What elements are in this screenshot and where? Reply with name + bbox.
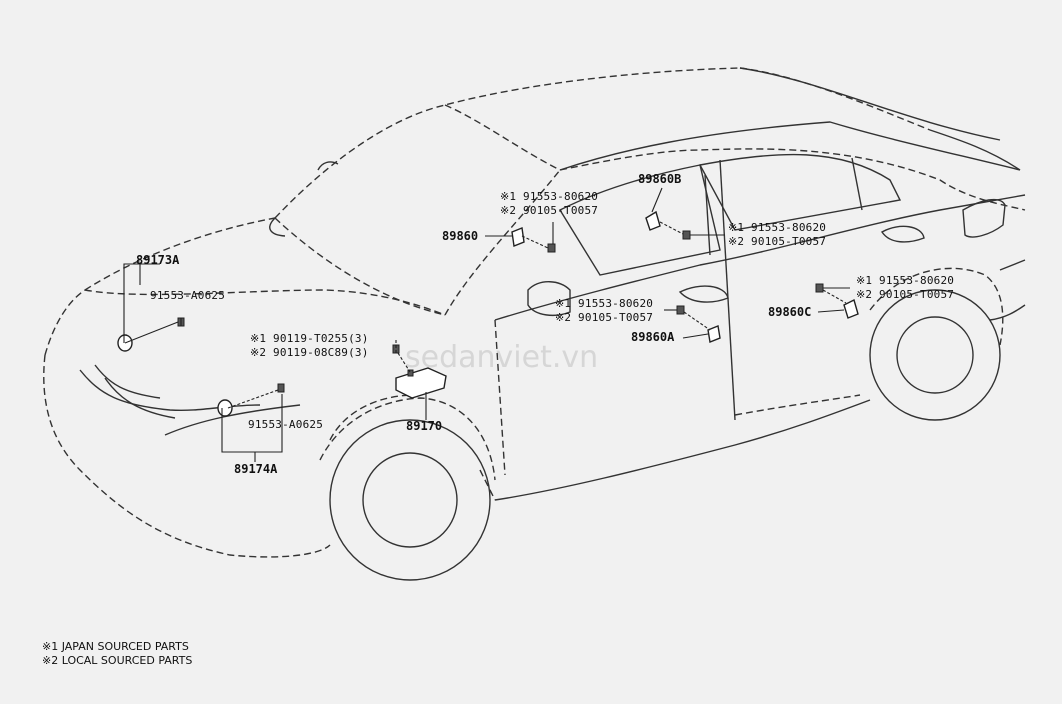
car-outline <box>43 67 1026 581</box>
label-91553-80620-a: ※1 91553-80620 <box>500 190 598 203</box>
part-glyphs <box>117 210 859 417</box>
label-91553-80620-b: ※1 91553-80620 <box>728 221 826 234</box>
label-89860a: 89860A <box>631 330 675 344</box>
leader-lines <box>123 187 850 462</box>
bolt-icon <box>407 369 414 377</box>
sensor-89860a-icon <box>707 325 721 343</box>
label-91553-80620-c: ※1 91553-80620 <box>856 274 954 287</box>
label-90105-t0057-c: ※2 90105-T0057 <box>856 288 954 301</box>
sensor-89174a-icon <box>217 399 233 417</box>
sensor-89860b-icon <box>645 210 661 231</box>
bolt-icon <box>815 283 824 293</box>
label-90105-t0057-a: ※2 90105-T0057 <box>500 204 598 217</box>
label-89174a: 89174A <box>234 462 278 476</box>
label-89860: 89860 <box>442 229 478 243</box>
bolt-icon <box>676 305 685 315</box>
legend-note-1: ※1 JAPAN SOURCED PARTS <box>42 640 189 653</box>
sensor-89860-icon <box>511 227 525 247</box>
bolt-icon <box>547 243 556 253</box>
label-91553-a0625-top: 91553-A0625 <box>150 289 225 302</box>
legend: ※1 JAPAN SOURCED PARTS ※2 LOCAL SOURCED … <box>42 640 192 667</box>
label-89170: 89170 <box>406 419 442 433</box>
label-90105-t0057-b: ※2 90105-T0057 <box>728 235 826 248</box>
sensor-89860c-icon <box>843 298 859 319</box>
label-89860c: 89860C <box>768 305 811 319</box>
watermark: sedanviet.vn <box>405 340 598 375</box>
part-labels: 89173A 91553-A0625 91553-A0625 89174A ※1… <box>136 172 954 476</box>
label-89860b: 89860B <box>638 172 681 186</box>
label-89173a: 89173A <box>136 253 180 267</box>
label-91553-80620-d: ※1 91553-80620 <box>555 297 653 310</box>
label-90119-t0255: ※1 90119-T0255(3) <box>250 332 369 345</box>
legend-note-2: ※2 LOCAL SOURCED PARTS <box>42 654 192 667</box>
bolt-icon <box>682 230 691 240</box>
label-90105-t0057-d: ※2 90105-T0057 <box>555 311 653 324</box>
label-90119-08c89: ※2 90119-08C89(3) <box>250 346 369 359</box>
label-91553-a0625-bottom: 91553-A0625 <box>248 418 323 431</box>
bolt-icon <box>277 383 285 393</box>
